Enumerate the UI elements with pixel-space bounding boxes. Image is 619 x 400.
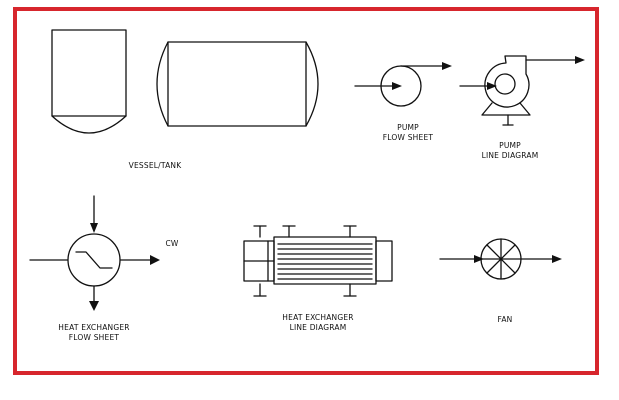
heat-exchanger-flow-sheet-symbol — [29, 195, 160, 311]
cw-stream-label: CW — [165, 239, 178, 248]
fan-label: FAN — [498, 315, 513, 324]
horizontal-tank-symbol — [156, 41, 319, 127]
vessel-tank-label: VESSEL/TANK — [129, 161, 183, 170]
heat-exchanger-flow-sheet-label-1: HEAT EXCHANGER — [58, 323, 129, 332]
pump-flow-sheet-label-1: PUMP — [397, 123, 419, 132]
pump-line-diagram-label-1: PUMP — [499, 141, 521, 150]
pump-flow-sheet-symbol — [354, 62, 452, 107]
heat-exchanger-line-diagram-label-1: HEAT EXCHANGER — [282, 313, 353, 322]
pump-line-diagram-symbol — [459, 55, 585, 126]
fan-symbol — [439, 238, 562, 280]
heat-exchanger-line-diagram-label-2: LINE DIAGRAM — [290, 323, 347, 332]
pump-line-diagram-label-2: LINE DIAGRAM — [482, 151, 539, 160]
heat-exchanger-line-diagram-symbol — [243, 225, 393, 297]
vertical-vessel-symbol — [51, 29, 127, 134]
heat-exchanger-flow-sheet-label-2: FLOW SHEET — [69, 333, 120, 342]
pump-flow-sheet-label-2: FLOW SHEET — [383, 133, 434, 142]
